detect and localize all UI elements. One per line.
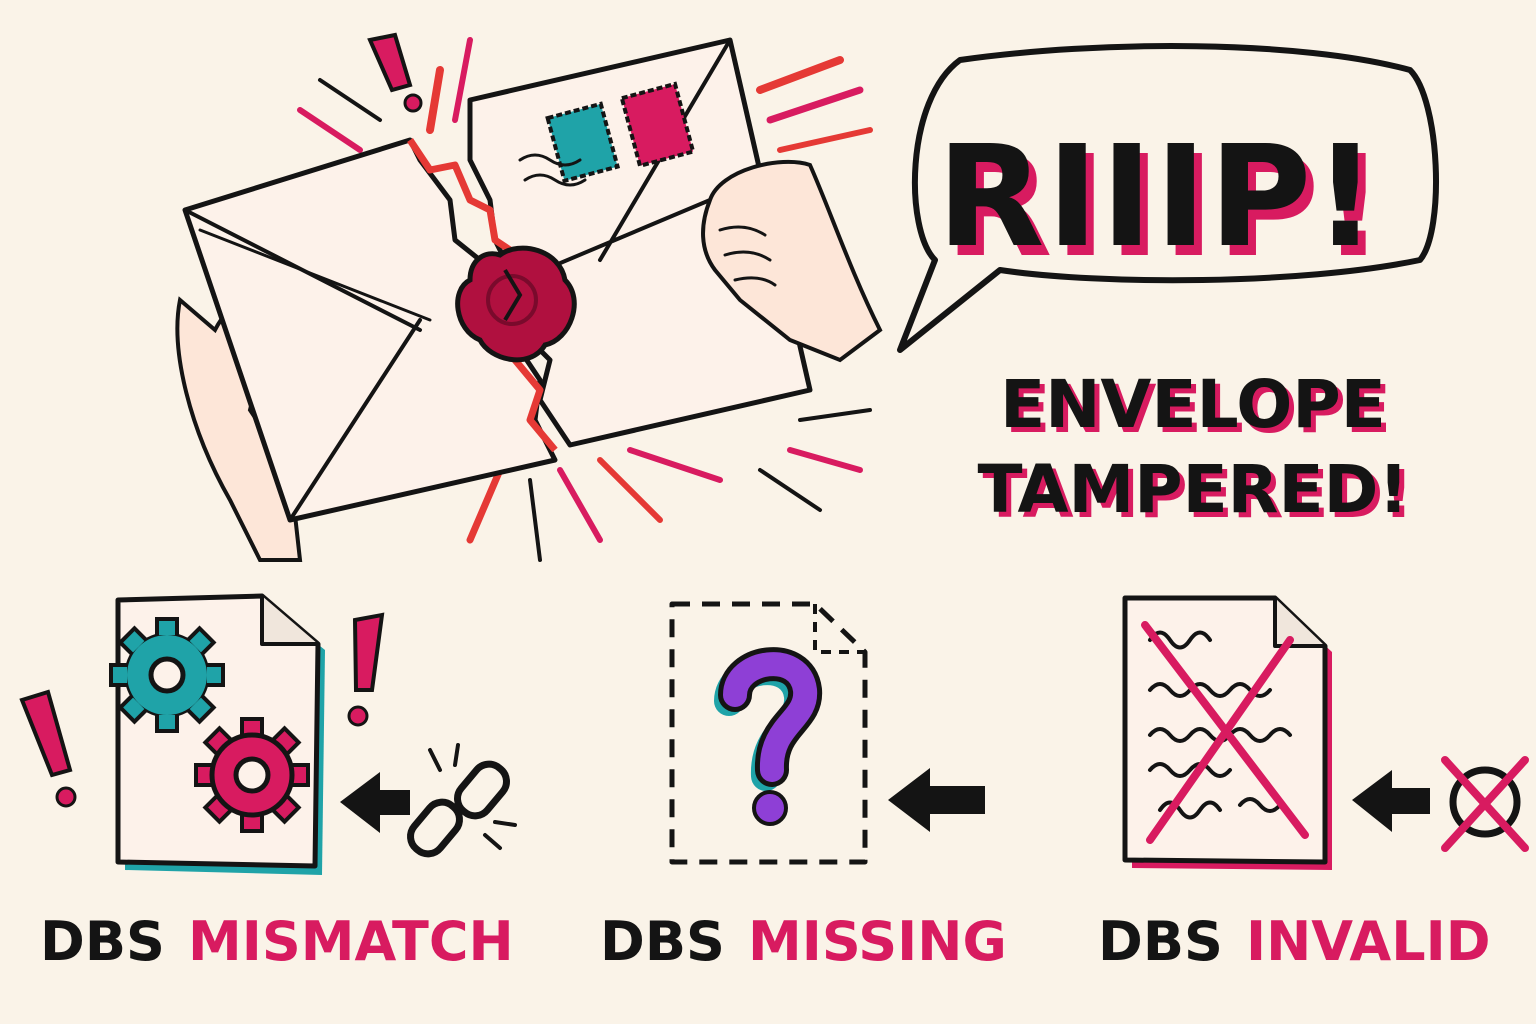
case-mismatch: DBS MISMATCH — [19, 593, 517, 973]
case-invalid: DBS INVALID — [1098, 595, 1529, 973]
tear-burst-lines — [297, 37, 873, 562]
speech-bubble-icon — [897, 43, 1439, 353]
broken-link-icon — [407, 743, 517, 858]
right-hand-icon — [701, 160, 883, 363]
case-prefix: DBS — [1098, 910, 1223, 973]
arrow-left-icon — [340, 772, 410, 833]
sound-effect: RIIIP! — [937, 116, 1380, 279]
crossed-out-document-icon — [1122, 595, 1332, 870]
postage-stamp-icon — [518, 81, 696, 187]
exclamation-icon — [19, 612, 385, 808]
case-status: MISSING — [748, 910, 1007, 973]
headline-line2: TAMPERED! — [978, 451, 1409, 528]
case-status: MISMATCH — [188, 910, 514, 973]
case-prefix: DBS — [600, 910, 725, 973]
torn-envelope-icon — [175, 32, 883, 562]
wax-seal-icon — [455, 245, 577, 363]
headline-line2-shadow: TAMPERED! — [983, 456, 1414, 533]
case-prefix: DBS — [40, 910, 165, 973]
x-circle-icon — [1441, 756, 1529, 852]
arrow-left-icon — [1352, 770, 1430, 832]
headline-line1-shadow: ENVELOPE — [1005, 371, 1391, 448]
headline-line1: ENVELOPE — [1000, 366, 1386, 443]
missing-document-question-icon — [669, 601, 868, 865]
case-missing: DBS MISSING — [600, 601, 1007, 973]
sound-effect-shadow: RIIIP! — [945, 126, 1388, 289]
exclamation-icon — [367, 32, 423, 113]
document-with-gears-icon — [109, 593, 325, 875]
case-status: INVALID — [1246, 910, 1491, 973]
arrow-left-icon — [888, 768, 985, 832]
